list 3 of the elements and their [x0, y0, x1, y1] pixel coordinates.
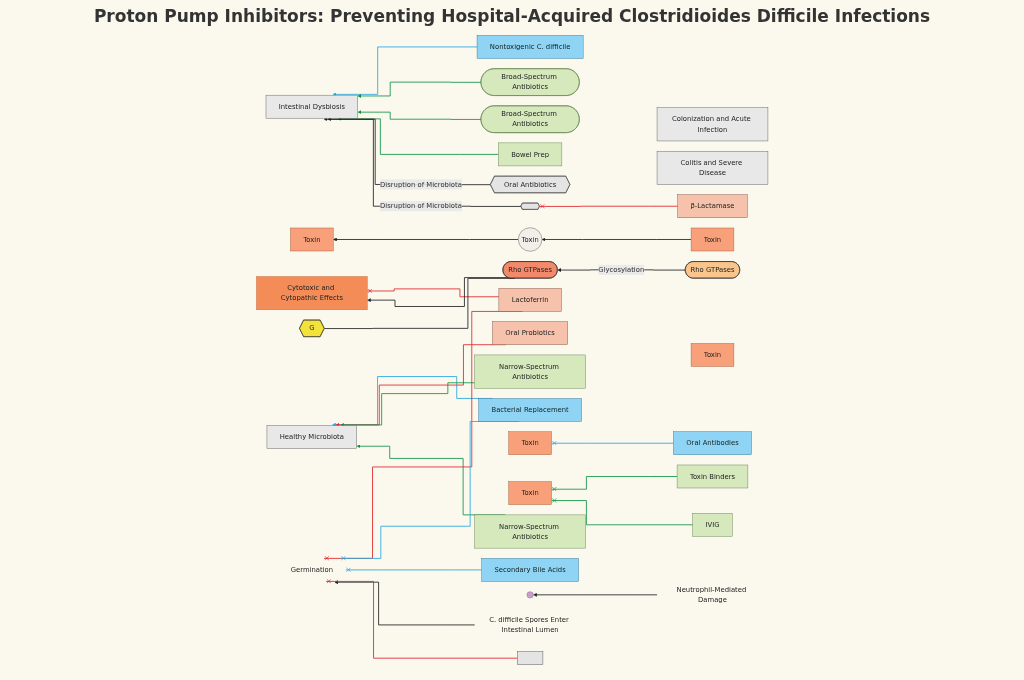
node-circle: [526, 591, 534, 599]
node-box: [516, 651, 543, 665]
title: Proton Pump Inhibitors: Preventing Hospital-Acquired Clostridioides Difficile Infections: [92, 6, 932, 26]
